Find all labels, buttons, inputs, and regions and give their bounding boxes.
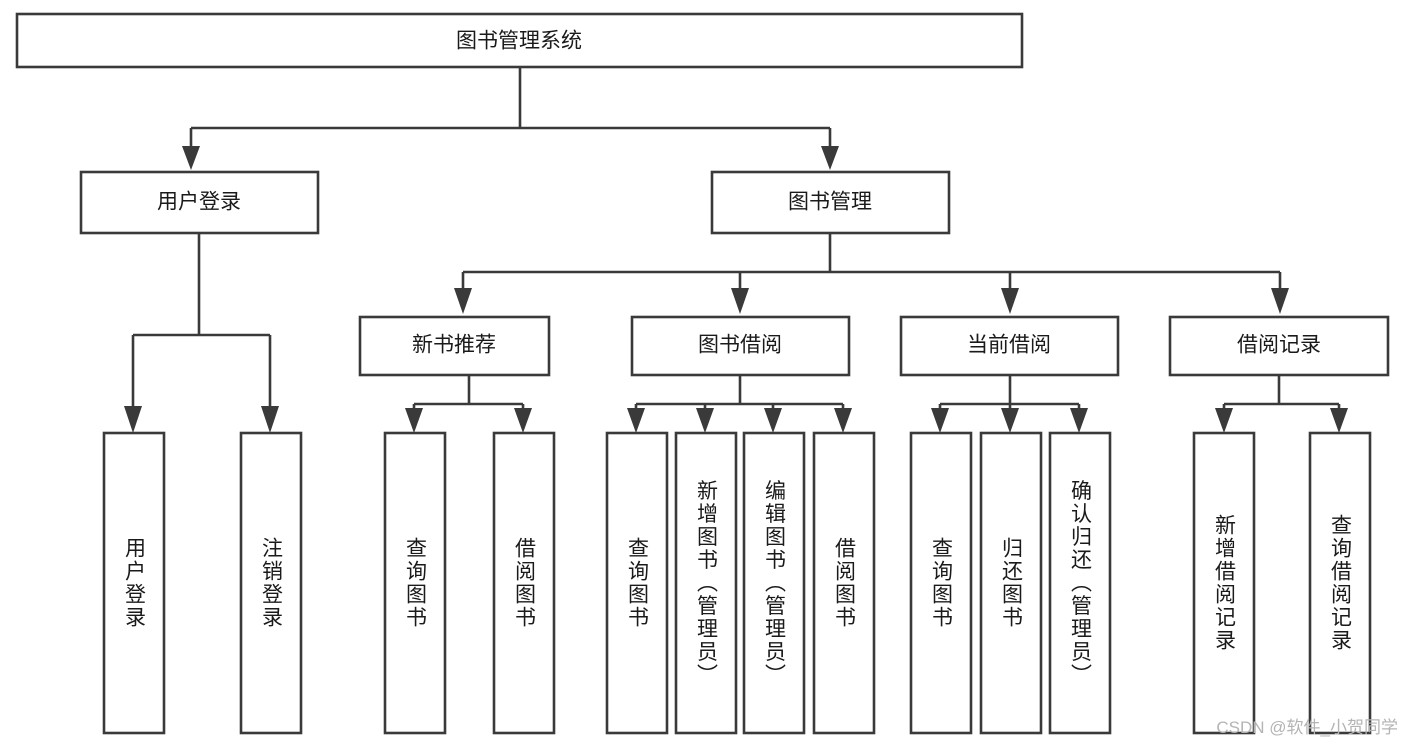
arrow-book-mgmt-c4-icon [1271, 288, 1289, 314]
leaf-label-borrow-book-b: 借阅图书 [833, 537, 857, 629]
leaf-box-edit-book[interactable] [742, 431, 806, 735]
node-root-library-system[interactable]: 图书管理系统 [15, 12, 1024, 69]
node-root-box[interactable] [15, 12, 1024, 69]
node-book-borrow[interactable]: 图书借阅 [630, 315, 851, 377]
arrow-borrow-l3-icon [764, 408, 782, 433]
arrow-records-l2-icon [1330, 408, 1348, 433]
node-user-login-label: 用户登录 [157, 191, 241, 214]
leaf-node[interactable]: 查询借阅记录 [1308, 431, 1372, 735]
arrow-book-mgmt-c2-icon [731, 288, 749, 314]
leaf-box-query-record[interactable] [1308, 431, 1372, 735]
leaf-label-edit-book: 编辑图书（管理员） [763, 480, 787, 687]
node-current-borrow-box[interactable] [899, 315, 1120, 377]
arrow-new-book-l1-icon [405, 408, 423, 433]
leaf-label-borrow-book-a: 借阅图书 [513, 537, 537, 629]
leaf-box-query-book-b[interactable] [605, 431, 669, 735]
watermark-label: CSDN @软件_小贺同学 [1216, 718, 1398, 737]
leaf-box-confirm-return[interactable] [1048, 431, 1112, 735]
node-new-book-recommend-label: 新书推荐 [412, 334, 496, 357]
arrow-root-to-user-login-icon [182, 146, 200, 170]
leaf-box-add-book[interactable] [674, 431, 738, 735]
leaf-node[interactable]: 新增图书（管理员） [674, 431, 738, 735]
leaf-label-user-login: 用户登录 [123, 537, 147, 629]
node-current-borrow-label: 当前借阅 [967, 334, 1051, 357]
leaf-box-query-book-c[interactable] [909, 431, 973, 735]
arrow-book-mgmt-c3-icon [1001, 288, 1019, 314]
arrow-user-login-leaf1-icon [124, 406, 142, 433]
arrow-current-l1-icon [931, 408, 949, 433]
leaf-node[interactable]: 查询图书 [909, 431, 973, 735]
arrow-current-l3-icon [1070, 408, 1088, 433]
connector-group-borrow [627, 375, 852, 433]
leaf-label-query-book-c: 查询图书 [930, 537, 954, 629]
leaf-label-query-record: 查询借阅记录 [1329, 514, 1353, 652]
node-book-management-label: 图书管理 [788, 191, 872, 214]
leaf-box-query-book-a[interactable] [383, 431, 447, 735]
arrow-book-mgmt-c1-icon [454, 288, 472, 314]
leaf-box-borrow-book-a[interactable] [492, 431, 556, 735]
leaf-box-add-record[interactable] [1192, 431, 1256, 735]
connector-group-current [931, 375, 1088, 433]
leaf-label-query-book-b: 查询图书 [626, 537, 650, 629]
node-book-management[interactable]: 图书管理 [710, 170, 951, 235]
leaf-label-add-record: 新增借阅记录 [1213, 514, 1237, 652]
node-borrow-records-box[interactable] [1168, 315, 1390, 377]
arrow-borrow-l1-icon [627, 408, 645, 433]
node-current-borrow[interactable]: 当前借阅 [899, 315, 1120, 377]
leaf-label-return-book: 归还图书 [1000, 537, 1024, 629]
node-borrow-records-label: 借阅记录 [1237, 334, 1321, 357]
leaf-node[interactable]: 确认归还（管理员） [1048, 431, 1112, 735]
arrow-user-login-leaf2-icon [261, 406, 279, 433]
leaf-node[interactable]: 借阅图书 [812, 431, 876, 735]
leaf-label-add-book: 新增图书（管理员） [695, 480, 719, 687]
leaf-box-user-login[interactable] [102, 431, 166, 735]
arrow-borrow-l2-icon [696, 408, 714, 433]
arrow-current-l2-icon [1001, 408, 1019, 433]
connector-group-user-login [124, 233, 279, 433]
leaf-node[interactable]: 借阅图书 [492, 431, 556, 735]
node-user-login[interactable]: 用户登录 [79, 170, 320, 235]
leaf-node[interactable]: 查询图书 [605, 431, 669, 735]
node-book-borrow-label: 图书借阅 [698, 334, 782, 357]
node-book-management-box[interactable] [710, 170, 951, 235]
node-new-book-recommend-box[interactable] [358, 315, 551, 377]
leaf-label-confirm-return: 确认归还（管理员） [1069, 480, 1093, 687]
leaf-node[interactable]: 归还图书 [979, 431, 1043, 735]
leaf-box-logout[interactable] [239, 431, 303, 735]
arrow-records-l1-icon [1215, 408, 1233, 433]
connector-group-records [1215, 375, 1348, 433]
node-user-login-box[interactable] [79, 170, 320, 235]
node-book-borrow-box[interactable] [630, 315, 851, 377]
connector-group-new-book [405, 375, 532, 433]
leaf-box-return-book[interactable] [979, 431, 1043, 735]
leaf-node[interactable]: 用户登录 [102, 431, 166, 735]
node-borrow-records[interactable]: 借阅记录 [1168, 315, 1390, 377]
connector-group-root [182, 67, 839, 170]
node-new-book-recommend[interactable]: 新书推荐 [358, 315, 551, 377]
leaf-node[interactable]: 编辑图书（管理员） [742, 431, 806, 735]
leaf-node[interactable]: 新增借阅记录 [1192, 431, 1256, 735]
arrow-new-book-l2-icon [514, 408, 532, 433]
leaf-node[interactable]: 查询图书 [383, 431, 447, 735]
leaf-label-query-book-a: 查询图书 [404, 537, 428, 629]
arrow-root-to-book-mgmt-icon [821, 146, 839, 170]
connector-group-book-mgmt [454, 233, 1289, 314]
node-root-label: 图书管理系统 [456, 30, 582, 53]
leaf-box-borrow-book-b[interactable] [812, 431, 876, 735]
leaf-label-logout: 注销登录 [260, 537, 284, 629]
leaf-node[interactable]: 注销登录 [239, 431, 303, 735]
arrow-borrow-l4-icon [834, 408, 852, 433]
